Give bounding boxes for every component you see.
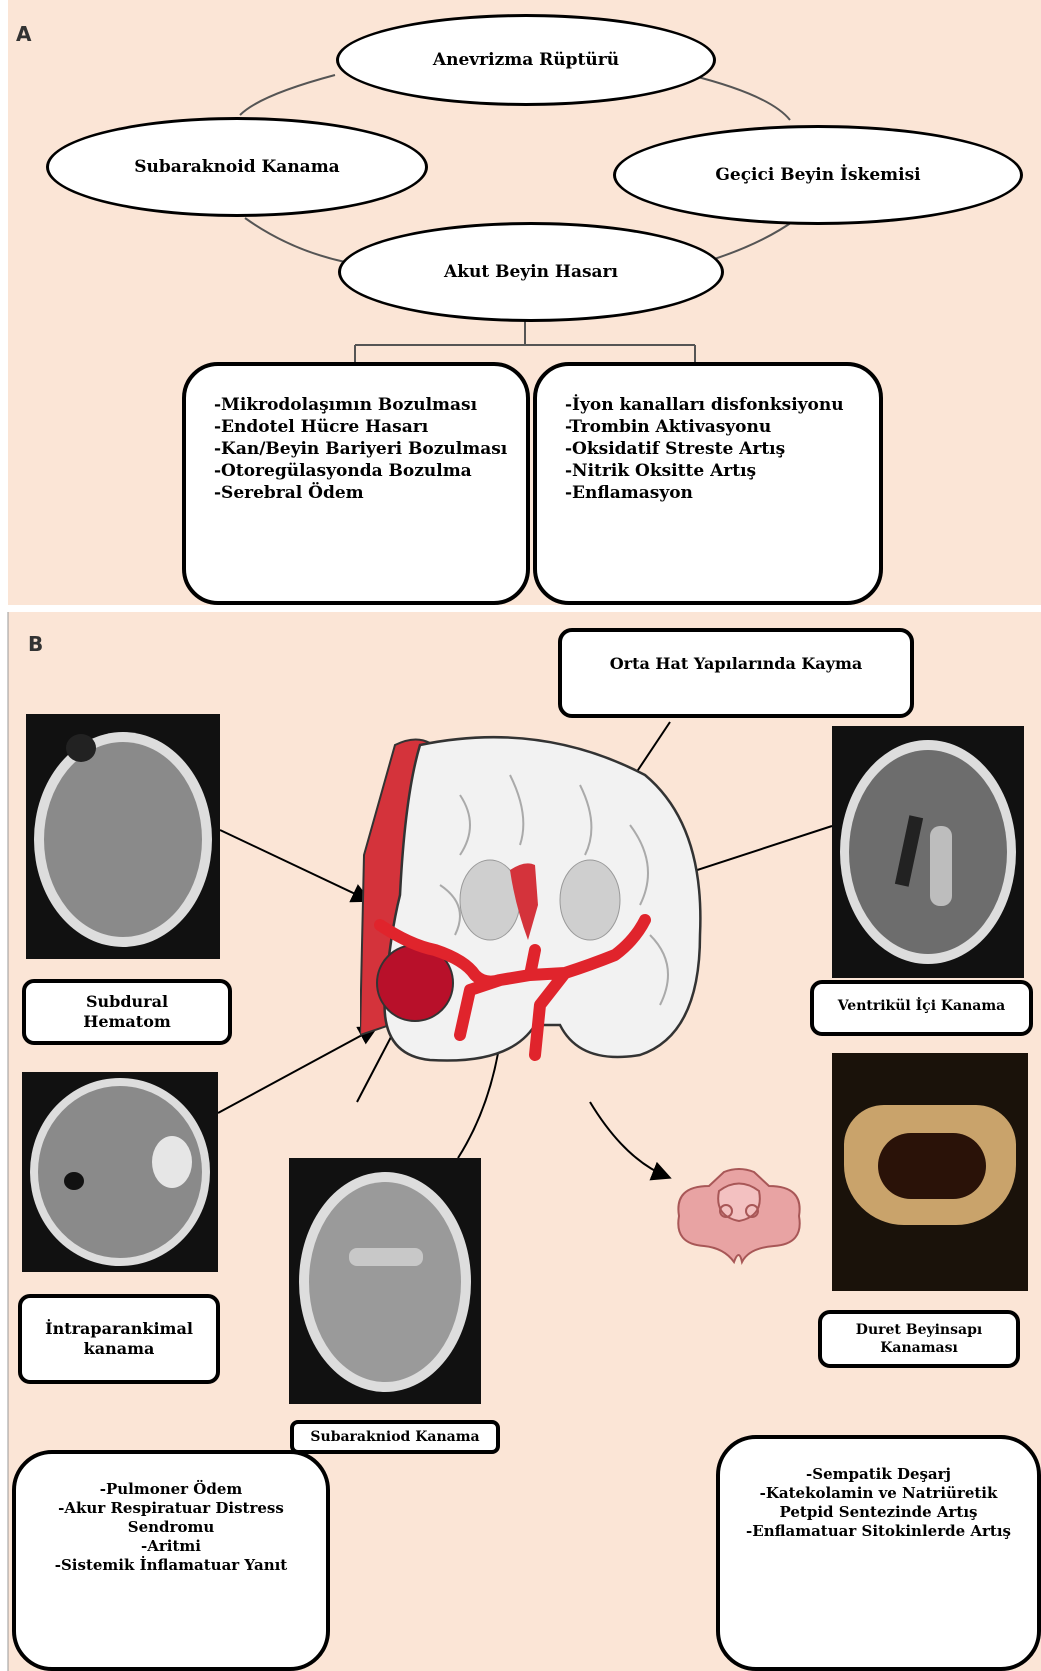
node-aneurysm-rupture: Anevrizma Rüptürü — [336, 14, 716, 106]
ct-intraparenchymal-image — [22, 1072, 218, 1272]
list-item: -Aritmi — [16, 1537, 326, 1556]
list-item: -Oksidatif Streste Artış — [565, 438, 879, 460]
node-subarachnoid-hemorrhage: Subaraknoid Kanama — [46, 117, 428, 217]
arc-left-bottom — [245, 218, 345, 262]
arrow-intraparenchymal — [218, 1028, 375, 1113]
arc-top-right — [690, 75, 790, 120]
list-item: -Katekolamin ve Natriüretik — [720, 1484, 1037, 1503]
arrow-subdural — [220, 830, 368, 900]
ct-subdural-image — [26, 714, 220, 959]
list-item: -Mikrodolaşımın Bozulması — [214, 394, 526, 416]
bracket — [355, 318, 695, 368]
list-item: -Nitrik Oksitte Artış — [565, 460, 879, 482]
list-item: Petpid Sentezinde Artış — [720, 1503, 1037, 1522]
ct-subarachnoid-image — [289, 1158, 481, 1404]
ct-intraventricular-image — [832, 726, 1024, 978]
list-item: -Akur Respiratuar Distress — [16, 1499, 326, 1518]
list-item: Sendromu — [16, 1518, 326, 1537]
box-mechanisms-right: -İyon kanalları disfonksiyonu -Trombin A… — [533, 362, 883, 605]
label-subarachnoid-hemorrhage: Subarakniod Kanama — [290, 1420, 500, 1454]
label-intraparenchymal-hemorrhage: İntraparankimal kanama — [18, 1294, 220, 1384]
list-item: -İyon kanalları disfonksiyonu — [565, 394, 879, 416]
list-item: -Trombin Aktivasyonu — [565, 416, 879, 438]
list-item: -Pulmoner Ödem — [16, 1480, 326, 1499]
list-item: -Endotel Hücre Hasarı — [214, 416, 526, 438]
list-item: -Sistemik İnflamatuar Yanıt — [16, 1556, 326, 1575]
panel-a-label: A — [16, 22, 31, 46]
panel-b-label: B — [28, 632, 43, 656]
arc-top-left — [240, 75, 335, 115]
arrow-duret — [590, 1102, 668, 1177]
label-midline-shift: Orta Hat Yapılarında Kayma — [558, 628, 914, 718]
label-duret-hemorrhage: Duret Beyinsapı Kanaması — [818, 1310, 1020, 1368]
node-acute-brain-injury: Akut Beyin Hasarı — [338, 222, 724, 322]
box-systemic-effects-left: -Pulmoner Ödem -Akur Respiratuar Distres… — [12, 1450, 330, 1671]
label-subdural-hematoma: Subdural Hematom — [22, 979, 232, 1045]
list-item: -Enflamatuar Sitokinlerde Artış — [720, 1522, 1037, 1541]
list-item: -Kan/Beyin Bariyeri Bozulması — [214, 438, 526, 460]
box-mechanisms-left: -Mikrodolaşımın Bozulması -Endotel Hücre… — [182, 362, 530, 605]
list-item: -Sempatik Deşarj — [720, 1465, 1037, 1484]
label-intraventricular-hemorrhage: Ventrikül İçi Kanama — [810, 980, 1033, 1036]
list-item: -Otoregülasyonda Bozulma — [214, 460, 526, 482]
arc-right-bottom — [705, 220, 795, 262]
box-systemic-effects-right: -Sempatik Deşarj -Katekolamin ve Natriür… — [716, 1435, 1041, 1671]
node-transient-ischemia: Geçici Beyin İskemisi — [613, 125, 1023, 225]
duret-specimen-image — [832, 1053, 1028, 1291]
brain-coronal-illustration — [360, 735, 720, 1070]
brainstem-icon — [664, 1166, 814, 1266]
list-item: -Enflamasyon — [565, 482, 879, 504]
list-item: -Serebral Ödem — [214, 482, 526, 504]
